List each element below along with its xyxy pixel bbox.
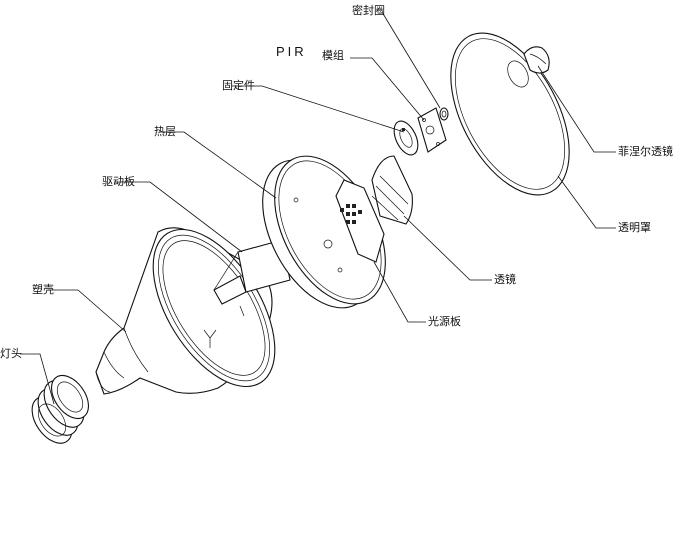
label-fresnel-lens: 菲涅尔透镜 <box>618 145 673 158</box>
light-source-board-part <box>335 179 385 263</box>
lens-part <box>371 155 413 225</box>
label-pir-module: 模组 <box>322 49 344 62</box>
lamp-cap-part <box>31 374 90 444</box>
label-heat-layer: 热层 <box>154 125 176 138</box>
pir-module-part <box>417 107 447 153</box>
transparent-cover-part <box>450 32 570 196</box>
label-fixing-part: 固定件 <box>222 79 255 92</box>
fixing-part-part <box>393 120 419 156</box>
label-driver-board: 驱动板 <box>102 175 135 188</box>
label-lens: 透镜 <box>494 273 516 286</box>
label-seal-ring: 密封圈 <box>352 4 385 17</box>
leader-lines <box>20 11 616 405</box>
label-plastic-shell: 塑壳 <box>32 283 54 296</box>
label-light-source-board: 光源板 <box>428 315 461 328</box>
label-lamp-cap: 灯头 <box>0 347 22 360</box>
seal-ring-part <box>439 107 449 121</box>
plastic-shell-part <box>95 227 276 395</box>
label-transparent-cover: 透明罩 <box>618 221 651 234</box>
label-pir-prefix: PIR <box>276 44 307 59</box>
fresnel-lens-part <box>523 46 550 74</box>
